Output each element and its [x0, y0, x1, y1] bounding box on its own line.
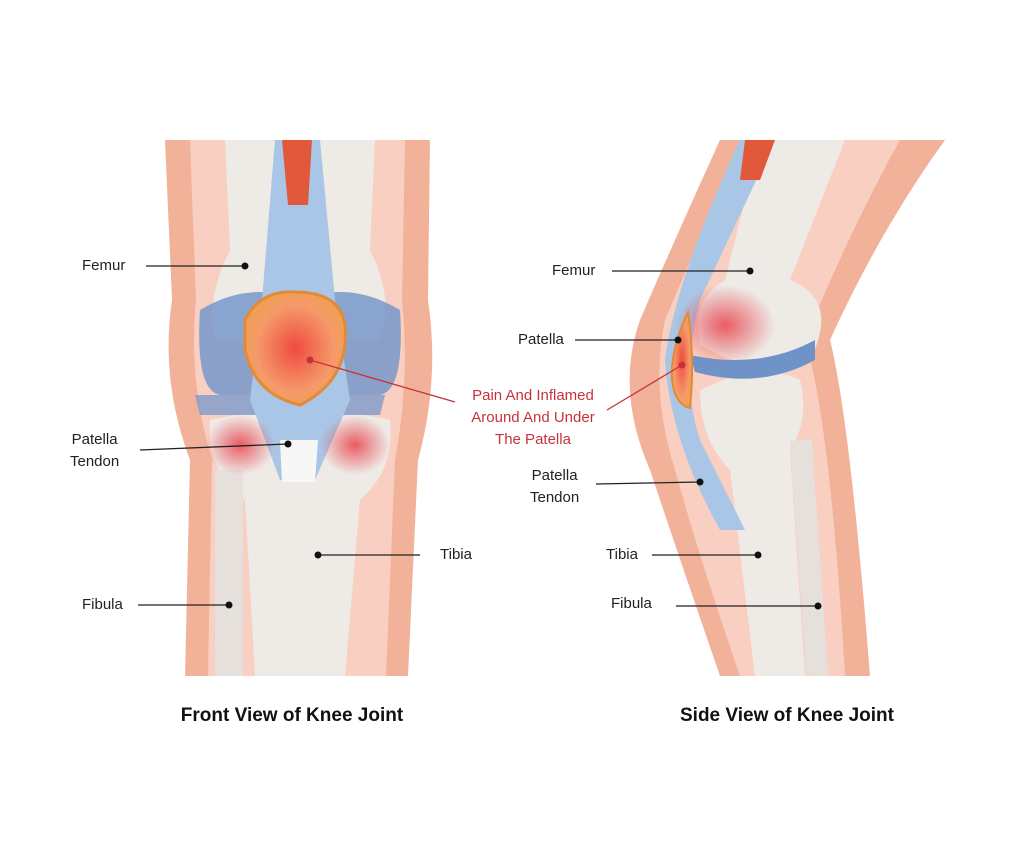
annotation-line: Pain And Inflamed [472, 387, 594, 404]
side-tendon [665, 140, 775, 530]
label-line: Patella [531, 467, 578, 484]
side-knee [629, 140, 945, 677]
label-front-fibula: Fibula [82, 596, 123, 613]
side-view-title: Side View of Knee Joint [680, 705, 894, 726]
patella-front [243, 290, 347, 407]
front-knee [165, 140, 433, 676]
label-front-tibia: Tibia [440, 546, 472, 563]
side-patella [670, 308, 694, 410]
label-side-femur: Femur [552, 262, 596, 279]
fibula-bone [215, 470, 243, 676]
leader-dots [225, 262, 822, 610]
label-line: Tendon [530, 489, 580, 506]
annotation-line: Around And Under [471, 409, 595, 426]
label-side-tibia: Tibia [606, 546, 638, 563]
leader-lines [138, 265, 818, 607]
label-line: Patella [71, 431, 118, 448]
side-fibula [789, 439, 829, 677]
label-side-patella-tendon: Patella Tendon [530, 465, 579, 509]
side-cartilage [690, 340, 815, 379]
tibia-bone [209, 410, 391, 676]
label-front-patella-tendon: Patella Tendon [70, 429, 119, 473]
annotation-line: The Patella [495, 431, 571, 448]
label-front-femur: Femur [82, 257, 126, 274]
front-view-title: Front View of Knee Joint [180, 705, 404, 726]
pain-leader-lines [309, 359, 683, 411]
label-side-fibula: Fibula [611, 595, 652, 612]
label-side-patella: Patella [518, 331, 564, 348]
side-tibia [700, 372, 805, 676]
label-line: Tendon [70, 453, 120, 470]
pain-annotation: Pain And Inflamed Around And Under The P… [440, 385, 626, 451]
